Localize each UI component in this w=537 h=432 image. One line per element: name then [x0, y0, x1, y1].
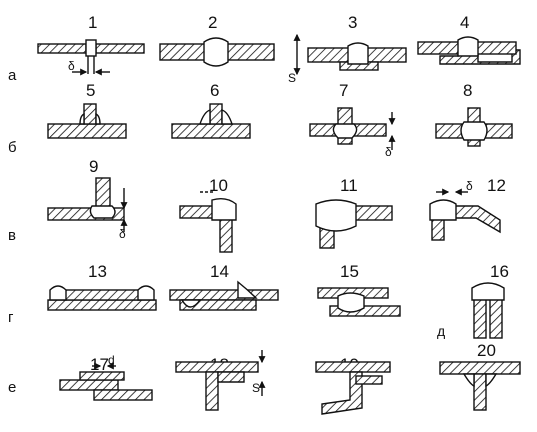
- fig-13-joint: [47, 285, 157, 311]
- row-label-g: г: [8, 309, 14, 326]
- fig-7-joint: [309, 107, 396, 150]
- fig-10-joint: [179, 191, 237, 253]
- fig-11-joint: [315, 199, 393, 249]
- fig-number-7: 7: [339, 81, 348, 100]
- fig-7-dimension-delta: δ: [385, 145, 392, 159]
- fig-5-joint: [47, 103, 127, 139]
- row-label-b: б: [8, 139, 17, 156]
- fig-12-joint: [429, 188, 501, 241]
- fig-number-17: 17: [90, 355, 109, 374]
- fig-number-12: 12: [487, 176, 506, 195]
- fig-3-dimension-s: S: [288, 71, 296, 85]
- fig-19-joint: [315, 361, 391, 415]
- fig-15-joint: [317, 287, 401, 317]
- fig-number-6: 6: [210, 81, 219, 100]
- row-label-a: а: [8, 67, 17, 84]
- fig-14-joint: [169, 280, 279, 311]
- row-label-v: в: [8, 227, 16, 244]
- fig-12-dimension-delta: δ: [466, 179, 473, 193]
- fig-number-5: 5: [86, 81, 95, 100]
- fig-number-3: 3: [348, 13, 357, 32]
- fig-number-16: 16: [490, 262, 509, 281]
- fig-number-14: 14: [210, 262, 229, 281]
- fig-1-joint: [37, 39, 145, 76]
- fig-number-2: 2: [208, 13, 217, 32]
- fig-17-dimension-d: d: [108, 353, 115, 367]
- fig-9-joint: [47, 177, 128, 232]
- fig-9-dimension-delta: δ: [119, 227, 126, 241]
- fig-number-1: 1: [88, 13, 97, 32]
- fig-20-joint: [439, 361, 521, 411]
- fig-1-dimension-delta: δ: [68, 59, 75, 73]
- fig-number-11: 11: [340, 176, 358, 195]
- fig-number-13: 13: [88, 262, 107, 281]
- fig-6-joint: [171, 103, 251, 139]
- fig-18-joint: [175, 350, 266, 411]
- fig-2-joint: [159, 37, 275, 67]
- fig-17-joint: [59, 362, 153, 401]
- fig-number-9: 9: [89, 157, 98, 176]
- fig-3-joint: [293, 33, 407, 76]
- fig-8-joint: [435, 107, 513, 147]
- fig-number-20: 20: [477, 341, 496, 360]
- fig-16-joint: [471, 282, 505, 339]
- fig-18-dimension-s: S: [252, 381, 260, 395]
- fig-number-10: 10: [209, 176, 228, 195]
- fig-number-4: 4: [460, 13, 469, 32]
- fig-4-joint: [417, 36, 521, 65]
- row-label-e: е: [8, 379, 16, 396]
- fig-number-15: 15: [340, 262, 359, 281]
- fig-number-8: 8: [463, 81, 472, 100]
- row-label-d: д: [437, 323, 445, 339]
